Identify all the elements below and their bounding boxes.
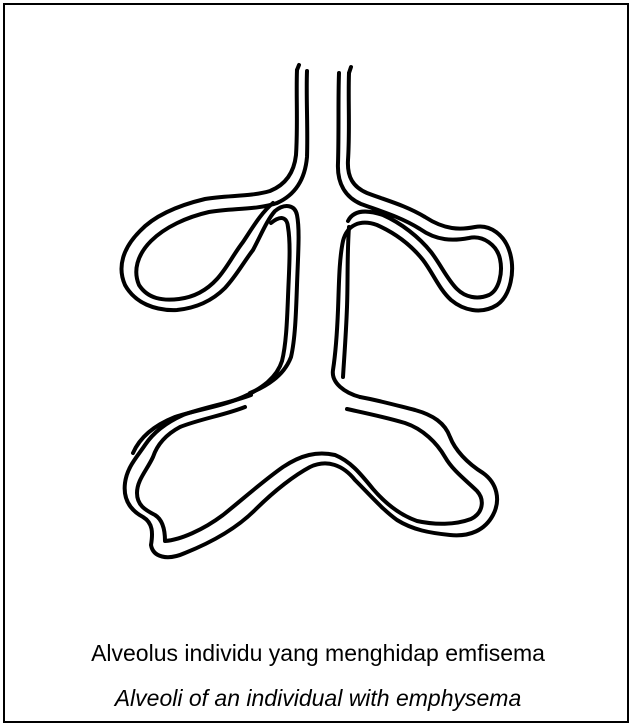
upper-left-sac-outer-wall — [121, 70, 298, 393]
trachea-right-wall — [349, 67, 351, 73]
lower-sac-inner-wall — [137, 407, 482, 541]
alveoli-diagram — [5, 5, 635, 605]
lower-left-sac-outer-wall — [125, 395, 497, 557]
bronchus-right-stem-inner — [343, 227, 349, 377]
caption-english: Alveoli of an individual with emphysema — [5, 684, 631, 712]
bronchus-right-inner-wall — [338, 73, 501, 297]
caption-malay: Alveolus individu yang menghidap emfisem… — [5, 639, 631, 667]
bronchus-right-outer-wall — [333, 73, 512, 397]
trachea-left-wall — [297, 65, 299, 70]
figure-frame: Alveolus individu yang menghidap emfisem… — [3, 3, 629, 723]
